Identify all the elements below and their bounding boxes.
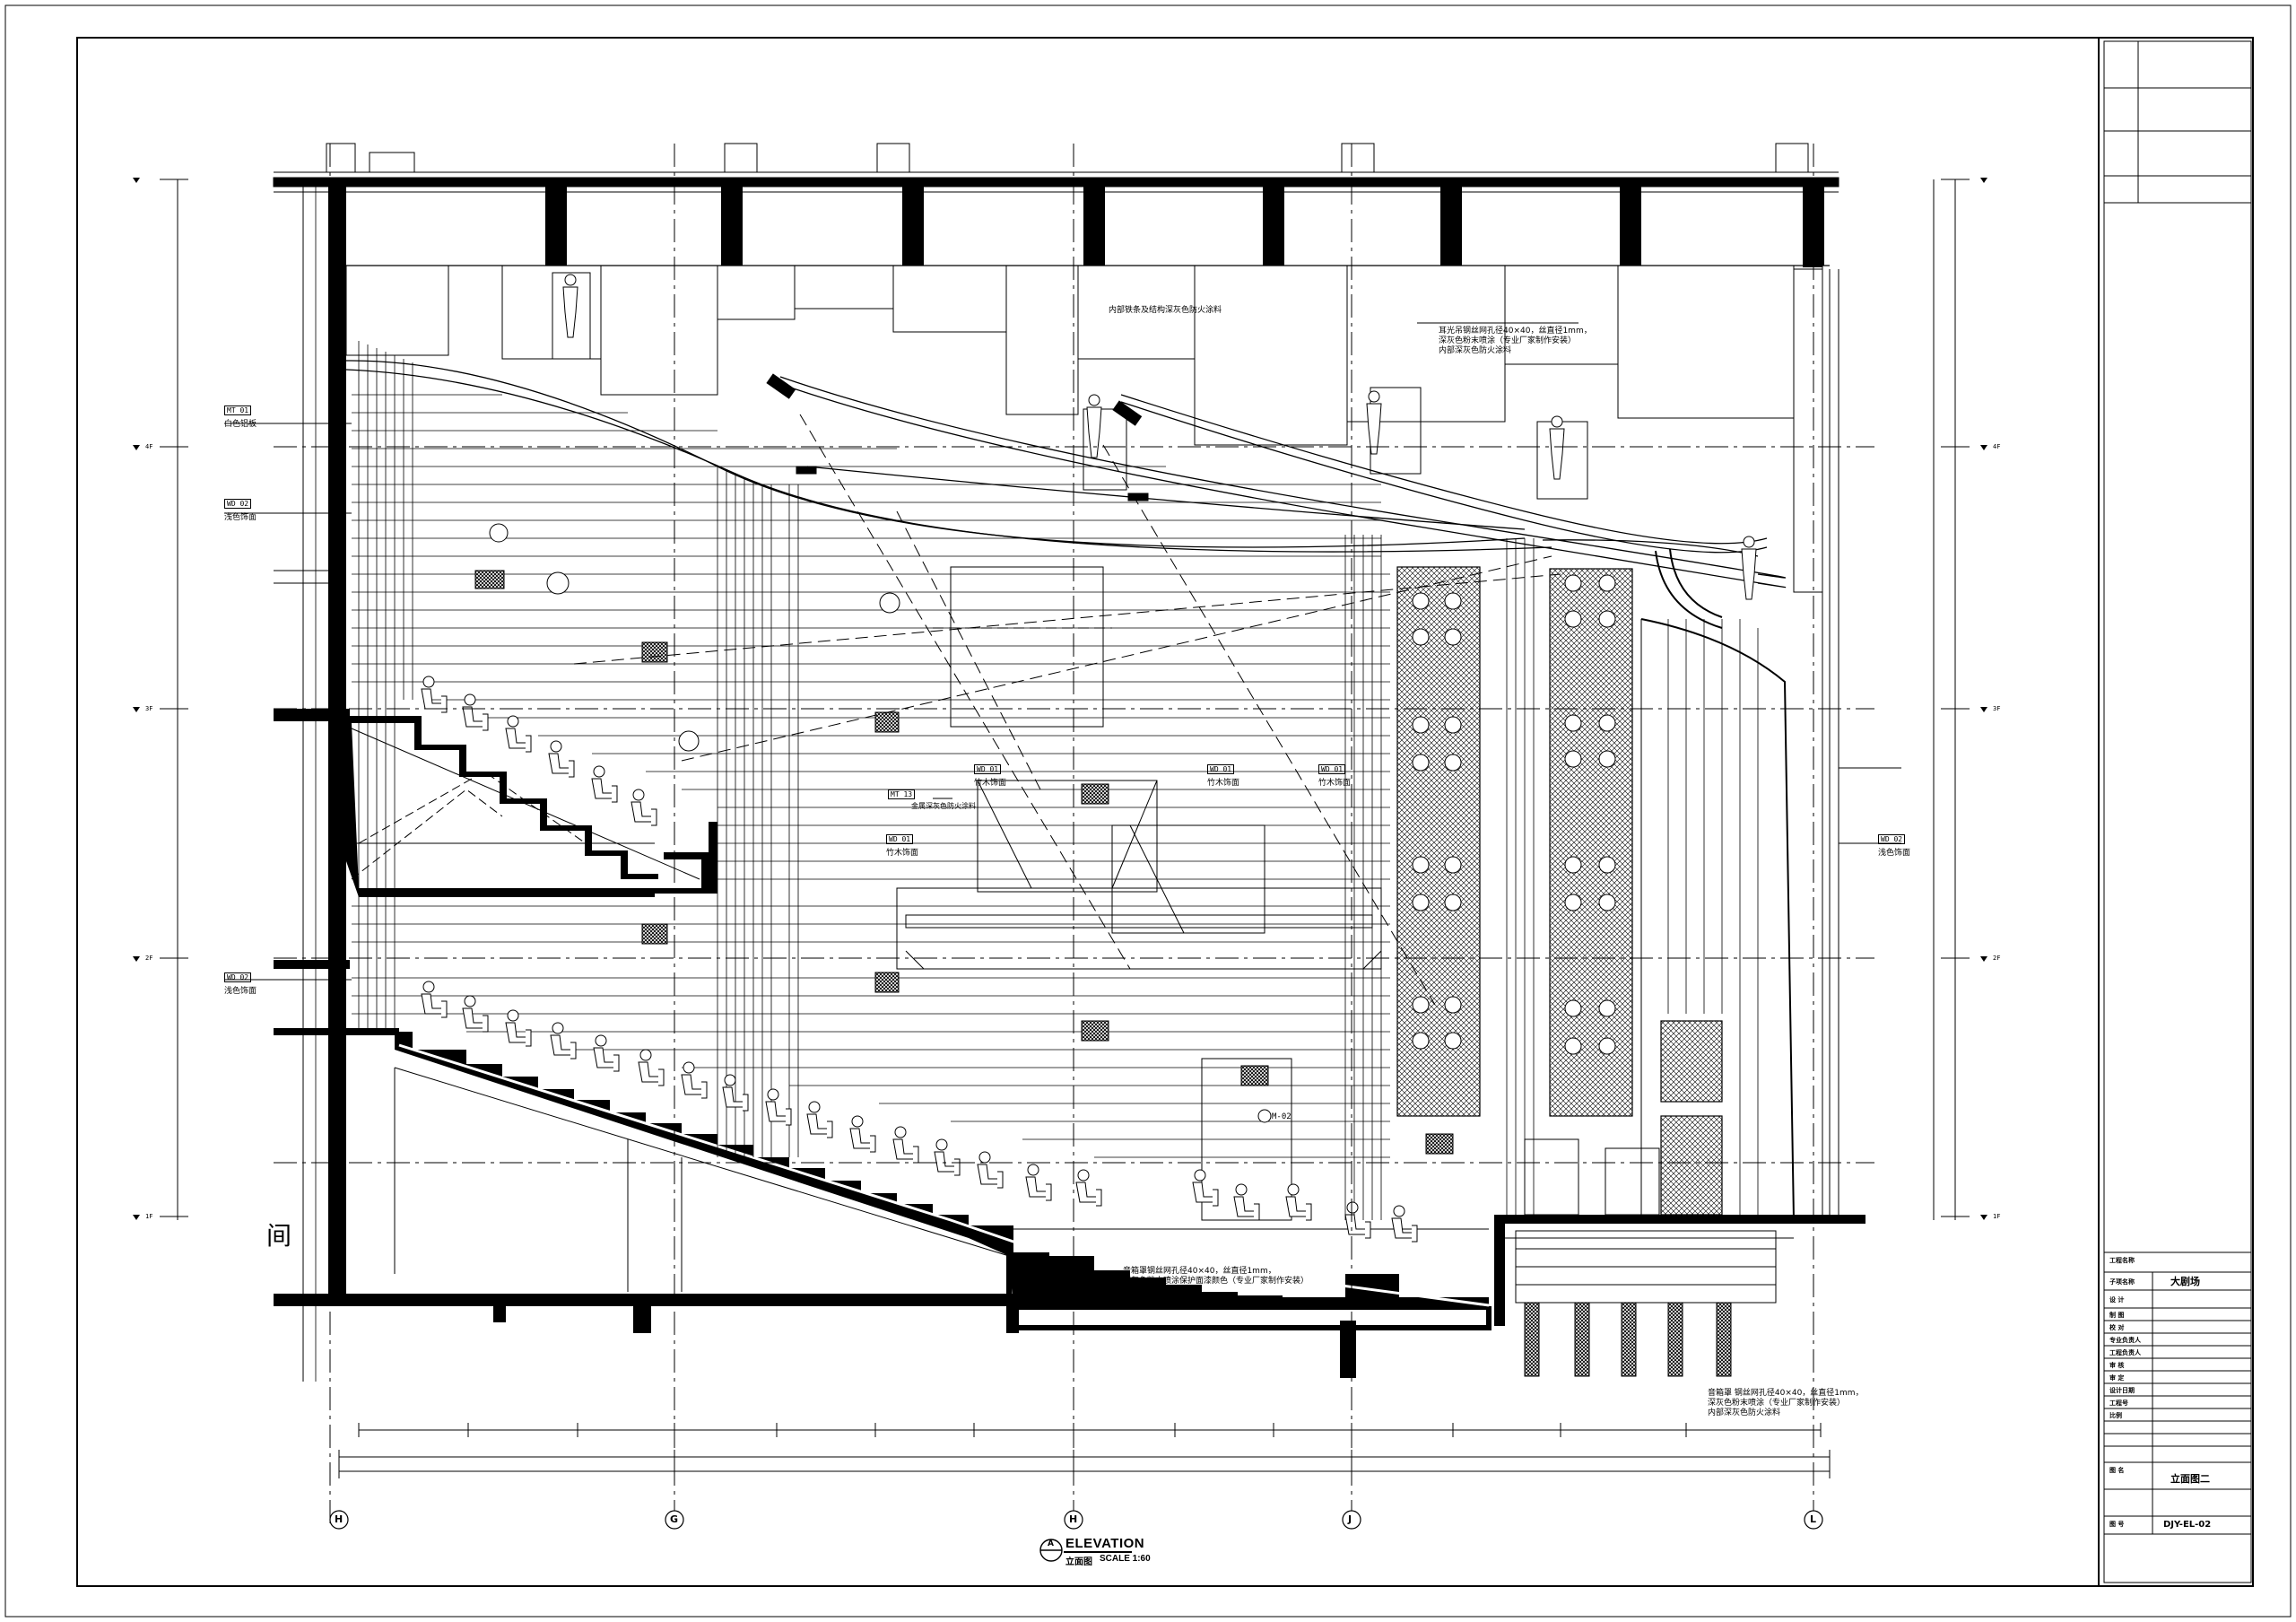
- detail-callout: M-02: [1272, 1112, 1292, 1121]
- level-marker: 1F: [1993, 1213, 2001, 1220]
- material-tag-code: MT 13: [888, 789, 916, 799]
- material-tag-name: 竹木饰面: [886, 849, 919, 858]
- grid-bubbles: [329, 1510, 1823, 1530]
- building-section: [273, 143, 1866, 1382]
- material-tag-code: WD 01: [1207, 764, 1235, 774]
- proscenium-arch: [1640, 548, 1795, 1221]
- annotation-note: 内部铁条及结构深灰色防火涂料: [1109, 306, 1222, 315]
- tb-project-label: 工程名称: [2109, 1257, 2135, 1264]
- material-tag-code: MT 01: [224, 406, 252, 415]
- room-label-partial: 间: [266, 1221, 292, 1251]
- tb-drawing-name-value: 立面图二: [2170, 1473, 2210, 1485]
- human-figures: [562, 274, 1757, 600]
- level-marker: 2F: [1993, 955, 2001, 962]
- level-marker: 2F: [145, 955, 153, 962]
- sight-lines: [573, 414, 1561, 1006]
- material-tag-code: WD 02: [224, 499, 252, 509]
- outer-border: [4, 4, 2292, 1618]
- upper-balcony: [346, 716, 718, 897]
- tb-drawing-no-value: DJY-EL-02: [2163, 1520, 2212, 1530]
- tb-job-no-label: 工程号: [2109, 1400, 2128, 1407]
- grid-axis-label: H: [1069, 1513, 1078, 1525]
- material-tag-name: 浅色饰面: [224, 513, 257, 522]
- material-tag-name: 白色铝板: [224, 420, 257, 429]
- drawing-title: ELEVATION: [1065, 1536, 1145, 1551]
- drawing-marker: A: [1048, 1539, 1054, 1548]
- material-tag-name: 竹木饰面: [1318, 779, 1352, 788]
- level-marker: 4F: [1993, 443, 2001, 450]
- grid-axis-label: J: [1348, 1513, 1352, 1525]
- annotation-note: 音箱罩钢丝网孔径40×40，丝直径1mm， 深灰色粉末喷涂保护面漆颜色（专业厂家…: [1123, 1267, 1309, 1295]
- wall-panel-lines: [352, 394, 1390, 1158]
- level-marker: 4F: [145, 443, 153, 450]
- material-tag-name: 金属深灰色防火涂料: [911, 802, 976, 810]
- drawing-frame: [76, 37, 2254, 1587]
- grid-lines: [274, 144, 1874, 1525]
- grid-axis-label: G: [670, 1513, 679, 1525]
- tb-project-value: 大剧场: [2170, 1276, 2200, 1287]
- title-block: [2103, 40, 2252, 1583]
- annotation-note: 耳光吊钢丝网孔径40×40，丝直径1mm， 深灰色粉末喷涂（专业厂家制作安装） …: [1439, 327, 1592, 355]
- section-callouts: [489, 523, 1272, 1123]
- material-tag-name: 浅色饰面: [224, 987, 257, 996]
- tb-drawn-label: 制 图: [2109, 1312, 2125, 1319]
- tb-project-lead-label: 工程负责人: [2109, 1349, 2141, 1356]
- tb-check-label: 校 对: [2109, 1324, 2125, 1331]
- material-tag-code: WD 02: [224, 972, 252, 982]
- drawing-scale: SCALE 1:60: [1100, 1554, 1151, 1564]
- tb-drawing-name-label: 图 名: [2109, 1467, 2125, 1474]
- speaker-towers: [1396, 566, 1723, 1216]
- material-tag-code: WD 01: [974, 764, 1002, 774]
- material-tag-name: 浅色饰面: [1878, 849, 1911, 858]
- tb-discipline-lead-label: 专业负责人: [2109, 1337, 2141, 1344]
- drawing-title-symbol: [1039, 1539, 1132, 1562]
- material-tag-name: 竹木饰面: [1207, 779, 1240, 788]
- material-tag-code: WD 02: [1878, 834, 1906, 844]
- level-marker: 3F: [1993, 705, 2001, 712]
- wall-verticals: [358, 341, 1759, 1220]
- level-marker: 3F: [145, 705, 153, 712]
- catwalks: [345, 265, 1823, 593]
- level-marker: 1F: [145, 1213, 153, 1220]
- level-triangles: [133, 178, 1987, 1220]
- grid-axis-label: H: [335, 1513, 344, 1525]
- tb-date-label: 设计日期: [2109, 1387, 2135, 1394]
- dimension-lines: [160, 179, 1970, 1478]
- material-tag-code: WD 01: [886, 834, 914, 844]
- ceiling-reflectors: [345, 360, 1787, 589]
- stage-lights: [766, 373, 1149, 501]
- tb-review-label: 审 核: [2109, 1362, 2125, 1369]
- tb-drawing-no-label: 图 号: [2109, 1521, 2125, 1528]
- audience: [421, 676, 1418, 1243]
- speaker-dots: [1412, 574, 1616, 1055]
- tb-scale-label: 比例: [2109, 1412, 2122, 1419]
- material-tag-code: WD 01: [1318, 764, 1346, 774]
- tb-approve-label: 审 定: [2109, 1374, 2125, 1382]
- material-tag-name: 竹木饰面: [974, 779, 1007, 788]
- stage-set: [896, 566, 1660, 1221]
- annotation-note: 音箱罩 钢丝网孔径40×40，丝直径1mm， 深灰色粉末喷涂（专业厂家制作安装）…: [1708, 1389, 1864, 1417]
- tb-design-label: 设 计: [2109, 1296, 2125, 1304]
- grid-axis-label: L: [1810, 1513, 1817, 1525]
- tb-sub-project-label: 子项名称: [2109, 1278, 2135, 1286]
- drawing-subtitle: 立面图: [1065, 1557, 1092, 1567]
